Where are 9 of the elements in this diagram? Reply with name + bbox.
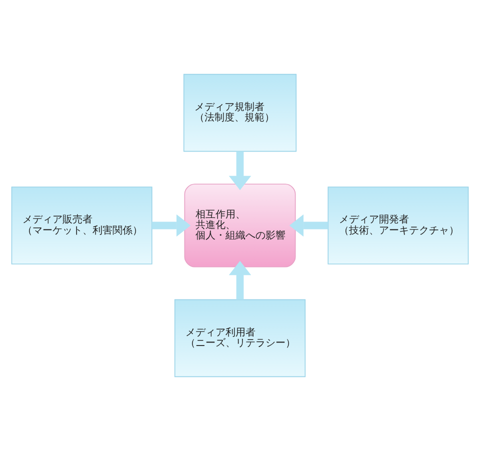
arrow xyxy=(228,260,252,300)
arrow xyxy=(228,150,252,190)
node-box: メディア利用者 （ニーズ、リテラシー） xyxy=(174,298,306,377)
node-box: メディア開発者 （技術、アーキテクチャ） xyxy=(328,186,469,264)
node-box: メディア規制者 （法制度、規範） xyxy=(183,73,297,152)
arrow xyxy=(289,214,328,236)
arrow xyxy=(152,214,191,236)
node-box: 相互作用、 共進化、 個人・組織への影響 xyxy=(184,183,296,267)
node-box: メディア販売者 （マーケット、利害関係） xyxy=(11,186,152,264)
